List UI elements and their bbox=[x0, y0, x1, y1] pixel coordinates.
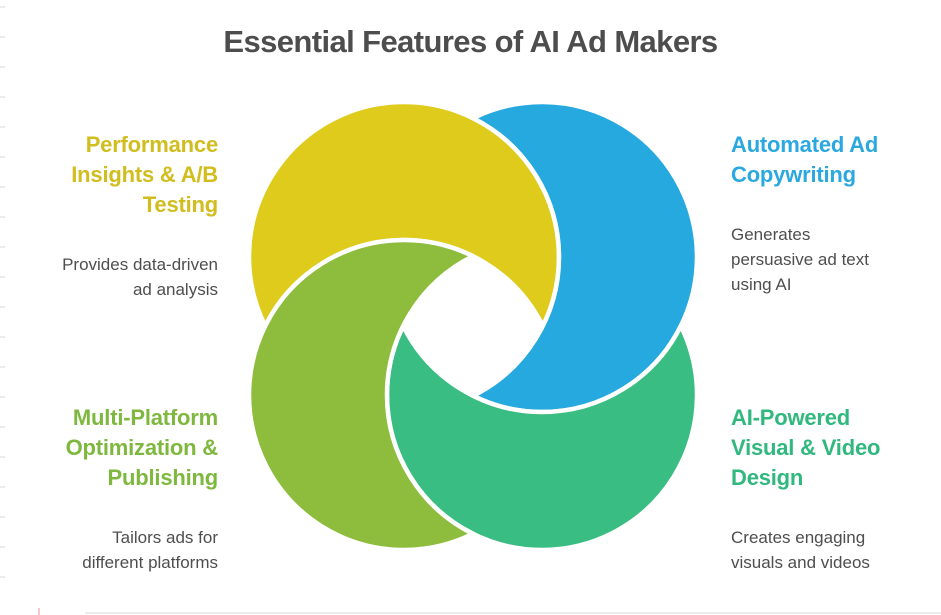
feature-multi-platform-heading: Multi-Platform Optimization & Publishing bbox=[65, 405, 219, 490]
feature-automated-copywriting: Automated Ad Copywriting Generates persu… bbox=[731, 112, 933, 315]
feature-multi-platform: Multi-Platform Optimization & Publishing… bbox=[18, 385, 219, 593]
green-crescent-shape bbox=[246, 237, 476, 553]
feature-visual-design-heading: AI-Powered Visual & Video Design bbox=[731, 405, 881, 490]
watermark-tick bbox=[38, 608, 40, 615]
bottom-divider bbox=[85, 612, 941, 614]
feature-visual-video-design: AI-Powered Visual & Video Design Creates… bbox=[731, 385, 933, 593]
feature-visual-design-description: Creates engaging visuals and videos bbox=[731, 528, 870, 572]
page-title: Essential Features of AI Ad Makers bbox=[223, 24, 718, 59]
feature-copywriting-heading: Automated Ad Copywriting bbox=[731, 132, 879, 187]
feature-performance-insights: Performance Insights & A/B Testing Provi… bbox=[18, 112, 218, 320]
feature-copywriting-description: Generates persuasive ad text using AI bbox=[731, 225, 869, 294]
feature-multi-platform-description: Tailors ads for different platforms bbox=[82, 528, 218, 572]
feature-performance-heading: Performance Insights & A/B Testing bbox=[71, 132, 218, 217]
feature-performance-description: Provides data-driven ad analysis bbox=[62, 255, 218, 299]
ruler-ticks bbox=[0, 6, 5, 594]
